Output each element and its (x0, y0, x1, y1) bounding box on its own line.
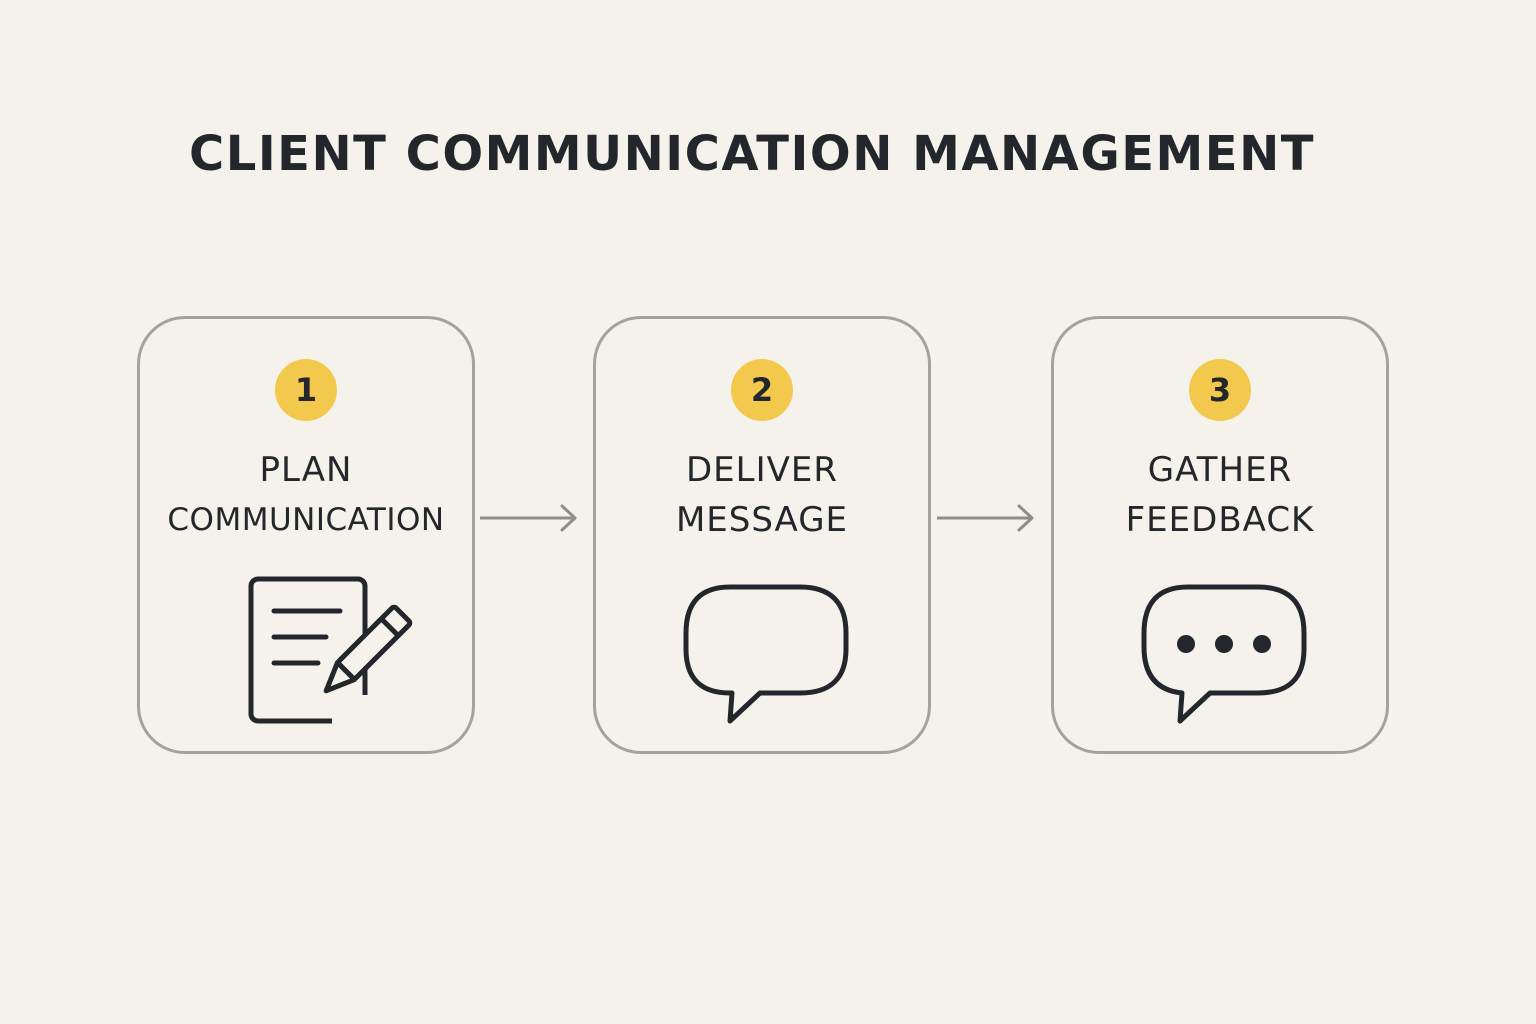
step-label-line2: COMMUNICATION (167, 502, 445, 538)
flow-arrow-2-to-3 (937, 504, 1034, 532)
ellipsis-dot (1215, 635, 1233, 653)
step-label-line2: FEEDBACK (1125, 500, 1315, 540)
step-label-line1: PLAN (259, 450, 353, 490)
step-label-line2: MESSAGE (675, 500, 849, 540)
chat-ellipsis-icon (1141, 584, 1307, 724)
step-card-gather: 3 GATHER FEEDBACK (1051, 316, 1389, 754)
step-number-badge: 1 (275, 359, 337, 421)
step-card-plan: 1 PLAN COMMUNICATION (137, 316, 475, 754)
ellipsis-dot (1253, 635, 1271, 653)
document-pencil-icon (248, 576, 413, 725)
flow-arrow-1-to-2 (480, 504, 577, 532)
step-label-line1: DELIVER (686, 450, 838, 490)
step-number-badge: 3 (1189, 359, 1251, 421)
speech-bubble-icon (683, 584, 849, 724)
ellipsis-dot (1177, 635, 1195, 653)
step-card-deliver: 2 DELIVER MESSAGE (593, 316, 931, 754)
step-label-line1: GATHER (1147, 450, 1293, 490)
step-number-badge: 2 (731, 359, 793, 421)
diagram-title: CLIENT COMMUNICATION MANAGEMENT (189, 126, 1315, 182)
